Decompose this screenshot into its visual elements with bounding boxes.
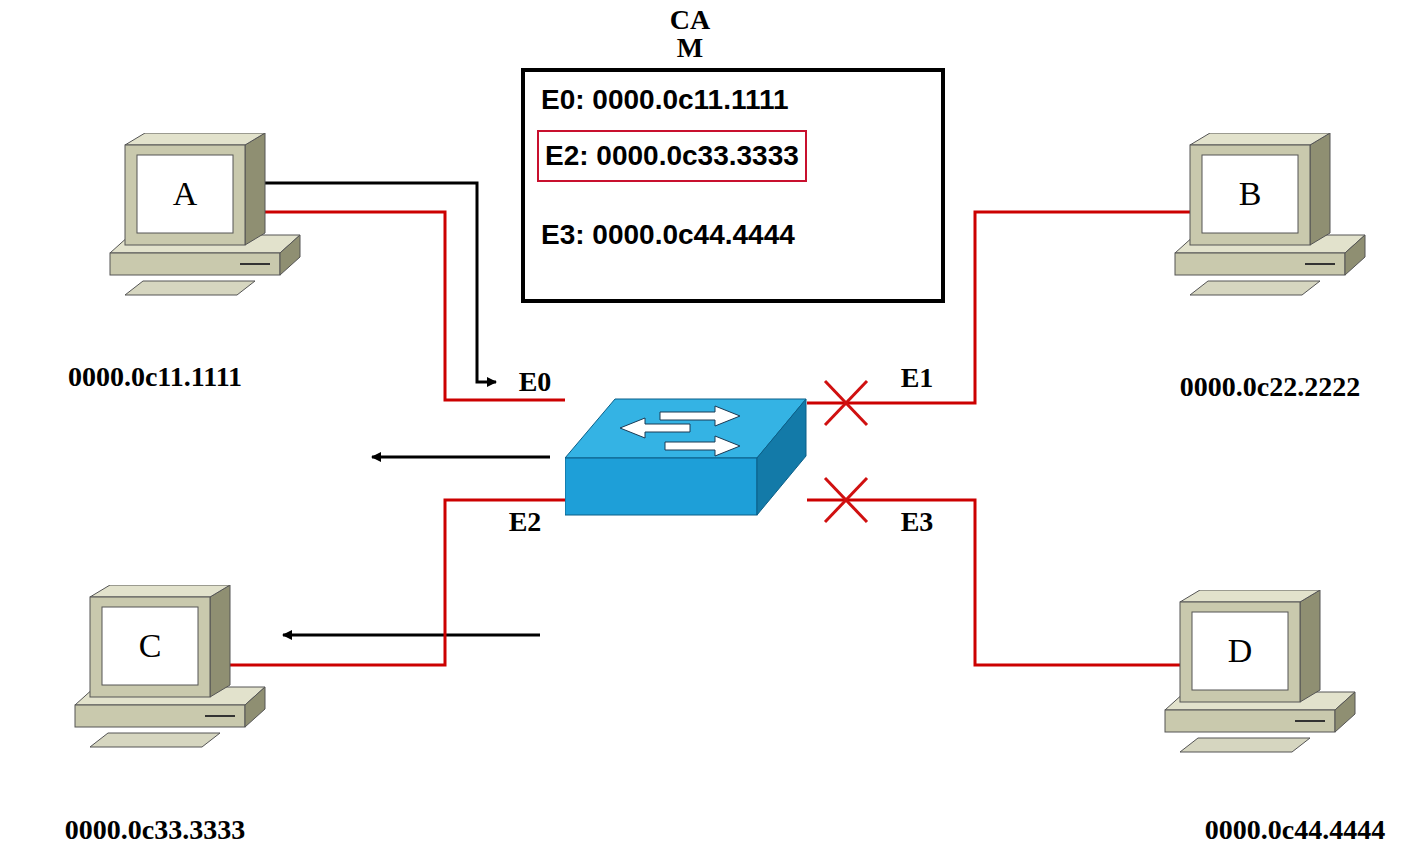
- mac-address: 0000.0c11.1111: [68, 361, 242, 393]
- computer: D0000.0c44.4444: [1160, 590, 1360, 755]
- computer-icon: [70, 585, 270, 750]
- highlighted-entry: E2: 0000.0c33.3333: [537, 130, 807, 182]
- blocked-x: [825, 381, 867, 425]
- table-title: CA M: [663, 6, 716, 62]
- forward-arrow: [283, 634, 540, 637]
- switch-icon: [565, 398, 807, 516]
- mac-address: 0000.0c33.3333: [65, 814, 245, 846]
- host-name: A: [173, 174, 198, 214]
- switch: E0E1E2E3: [565, 398, 807, 516]
- network-cable: [230, 500, 565, 665]
- cam-entry: E0: 0000.0c11.1111: [541, 84, 789, 116]
- port-label: E1: [901, 362, 934, 394]
- computer: B0000.0c22.2222: [1170, 133, 1370, 298]
- cam-table: CA ME0: 0000.0c11.1111E3: 0000.0c44.4444…: [521, 68, 945, 303]
- forward-arrow: [372, 456, 550, 459]
- host-name: D: [1228, 631, 1253, 671]
- blocked-x: [825, 478, 867, 522]
- host-name: C: [139, 626, 162, 666]
- cam-entry: E2: 0000.0c33.3333: [545, 140, 799, 172]
- cam-entry: E3: 0000.0c44.4444: [541, 219, 795, 251]
- computer: C0000.0c33.3333: [70, 585, 270, 750]
- host-name: B: [1239, 174, 1262, 214]
- port-label: E2: [509, 506, 542, 538]
- mac-address: 0000.0c44.4444: [1205, 814, 1385, 846]
- computer-icon: [105, 133, 305, 298]
- network-cable: [265, 212, 565, 400]
- port-label: E3: [901, 506, 934, 538]
- mac-address: 0000.0c22.2222: [1180, 371, 1360, 403]
- port-label: E0: [519, 366, 552, 398]
- network-cable: [807, 500, 1180, 665]
- computer: A0000.0c11.1111: [105, 133, 305, 298]
- computer-icon: [1160, 590, 1360, 755]
- computer-icon: [1170, 133, 1370, 298]
